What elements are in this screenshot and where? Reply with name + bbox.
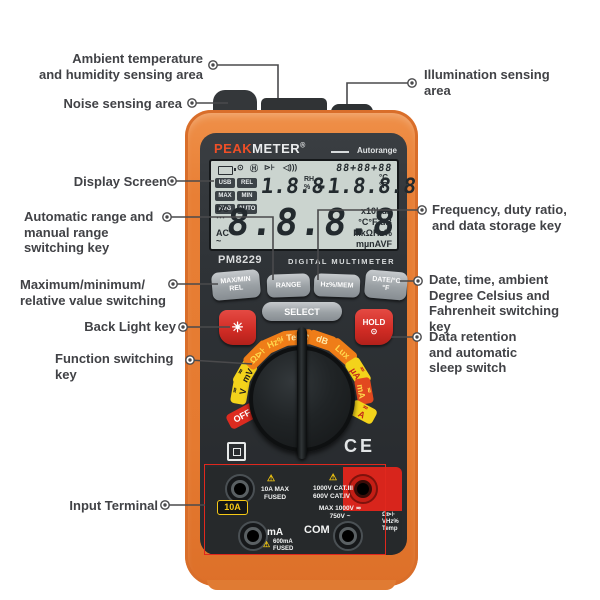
label-com: COM bbox=[304, 524, 330, 536]
fahrenheit-unit: °F bbox=[379, 181, 388, 190]
callout-function-switching: Function switching key bbox=[55, 351, 174, 382]
jack-com[interactable] bbox=[333, 521, 363, 551]
hz-mem-button[interactable]: Hz%/MEM bbox=[313, 273, 361, 298]
callout-automatic-range: Automatic range and manual range switchi… bbox=[24, 209, 154, 255]
callout-back-light: Back Light key bbox=[84, 319, 176, 334]
warning-icon: ⚠ bbox=[329, 472, 338, 482]
annunciator-ohm-hz: MkΩHz% bbox=[353, 228, 392, 238]
max-badge: MAX bbox=[215, 191, 235, 201]
class-ii-icon bbox=[227, 442, 246, 461]
multimeter-device: PEAKMETER® Autorange ⊙ Ⓗ ⊳⊦ ◁))) 88+88+8… bbox=[185, 88, 418, 590]
usb-badge: USB bbox=[215, 178, 235, 188]
ac-mark: ~ bbox=[216, 236, 222, 246]
annunciator-lux: x10Lux bbox=[360, 206, 392, 216]
backlight-button[interactable]: ☀ bbox=[231, 319, 244, 335]
maxmin-rel-button[interactable]: MAX/MIN REL bbox=[210, 268, 262, 302]
device-foot bbox=[207, 580, 396, 590]
callout-max-min-rel: Maximum/minimum/ relative value switchin… bbox=[20, 277, 166, 308]
warning-icon: ⚠ bbox=[267, 473, 276, 483]
dial-pointer[interactable] bbox=[297, 327, 307, 459]
callout-illumination-sensing: Illumination sensing area bbox=[424, 67, 550, 98]
autorange-label: Autorange bbox=[357, 146, 397, 155]
label-10a-fused: 10A MAX FUSED bbox=[261, 486, 289, 501]
hold-button[interactable]: HOLD ⊙ bbox=[355, 309, 393, 345]
avg-badge: AVG bbox=[215, 204, 235, 214]
continuity-icon: ◁))) bbox=[283, 163, 298, 172]
celsius-unit: °C bbox=[379, 173, 388, 182]
callout-display-screen: Display Screen bbox=[73, 174, 167, 189]
callout-ambient-temperature: Ambient temperature and humidity sensing… bbox=[39, 51, 203, 82]
label-cat-rating: 1000V CAT.III 600V CAT.IV bbox=[313, 485, 353, 500]
dc-mark: ⋯ bbox=[216, 212, 225, 222]
diode-icon: ⊳⊦ bbox=[264, 163, 275, 172]
auto-badge: AUTO bbox=[237, 204, 257, 214]
input-terminal-panel: 10A ⚠ 10A MAX FUSED ⚠ 1000V CAT.III 600V… bbox=[205, 467, 402, 555]
front-panel: PEAKMETER® Autorange ⊙ Ⓗ ⊳⊦ ◁))) 88+88+8… bbox=[200, 133, 418, 555]
label-10a: 10A bbox=[217, 500, 248, 515]
rel-badge: REL bbox=[237, 178, 257, 188]
label-max-voltage: MAX 1000V ≂ 750V ~ bbox=[318, 505, 362, 520]
power-icon: ⊙ bbox=[237, 163, 244, 172]
callout-input-terminal: Input Terminal bbox=[69, 498, 158, 513]
power-sleep-icon: ⊙ bbox=[370, 327, 378, 336]
battery-icon bbox=[218, 166, 236, 175]
callout-frequency-duty: Frequency, duty ratio, and data storage … bbox=[432, 202, 567, 233]
select-button[interactable]: SELECT bbox=[262, 302, 342, 321]
callout-data-retention: Data retention and automatic sleep switc… bbox=[429, 329, 518, 375]
annunciator-temp-db: °C°F dB bbox=[358, 217, 392, 227]
display-screen: ⊙ Ⓗ ⊳⊦ ◁))) 88+88+88 USB REL MAX MIN AVG… bbox=[209, 159, 418, 251]
model-number: PM8229 bbox=[218, 254, 262, 266]
callout-noise-sensing: Noise sensing area bbox=[63, 96, 183, 111]
range-button[interactable]: RANGE bbox=[266, 273, 311, 298]
rotary-dial: OFF ≂V ≂mV Ω⊳⊦ Hz% Temp dB Lux ≂µA ≂mA ≂… bbox=[224, 319, 380, 479]
ce-mark: CE bbox=[344, 436, 376, 456]
brand-meter: METER bbox=[252, 141, 301, 156]
percent-unit: % bbox=[304, 184, 311, 191]
autorange-dash bbox=[331, 151, 349, 153]
brand-reg: ® bbox=[300, 142, 306, 150]
date-cf-button[interactable]: DATE/°C °F bbox=[363, 269, 409, 301]
jack-ma[interactable] bbox=[238, 521, 268, 551]
callout-date-time: Date, time, ambient Degree Celsius and F… bbox=[429, 272, 560, 334]
data-hold-icon: Ⓗ bbox=[250, 164, 258, 173]
aux-value-2: -1.8.8.8 bbox=[313, 174, 418, 198]
annunciator-units: mµnAVF bbox=[355, 239, 392, 249]
jack-voltage[interactable] bbox=[348, 474, 378, 504]
warning-icon: ⚠ bbox=[263, 540, 271, 549]
hold-button-label: HOLD bbox=[362, 318, 386, 327]
label-600ma-fused: 600mA FUSED bbox=[273, 539, 294, 552]
label-ma: mA bbox=[267, 527, 284, 538]
brand-logo: PEAKMETER® bbox=[214, 141, 306, 156]
rh-unit: RH bbox=[304, 176, 315, 183]
label-probe-functions: Ω⊳⊦ VHz% Temp bbox=[382, 512, 399, 532]
brand-peak: PEAK bbox=[214, 141, 253, 156]
type-label: DIGITAL MULTIMETER bbox=[288, 257, 395, 266]
dc-indicator: DC bbox=[216, 204, 229, 214]
min-badge: MIN bbox=[237, 191, 257, 201]
